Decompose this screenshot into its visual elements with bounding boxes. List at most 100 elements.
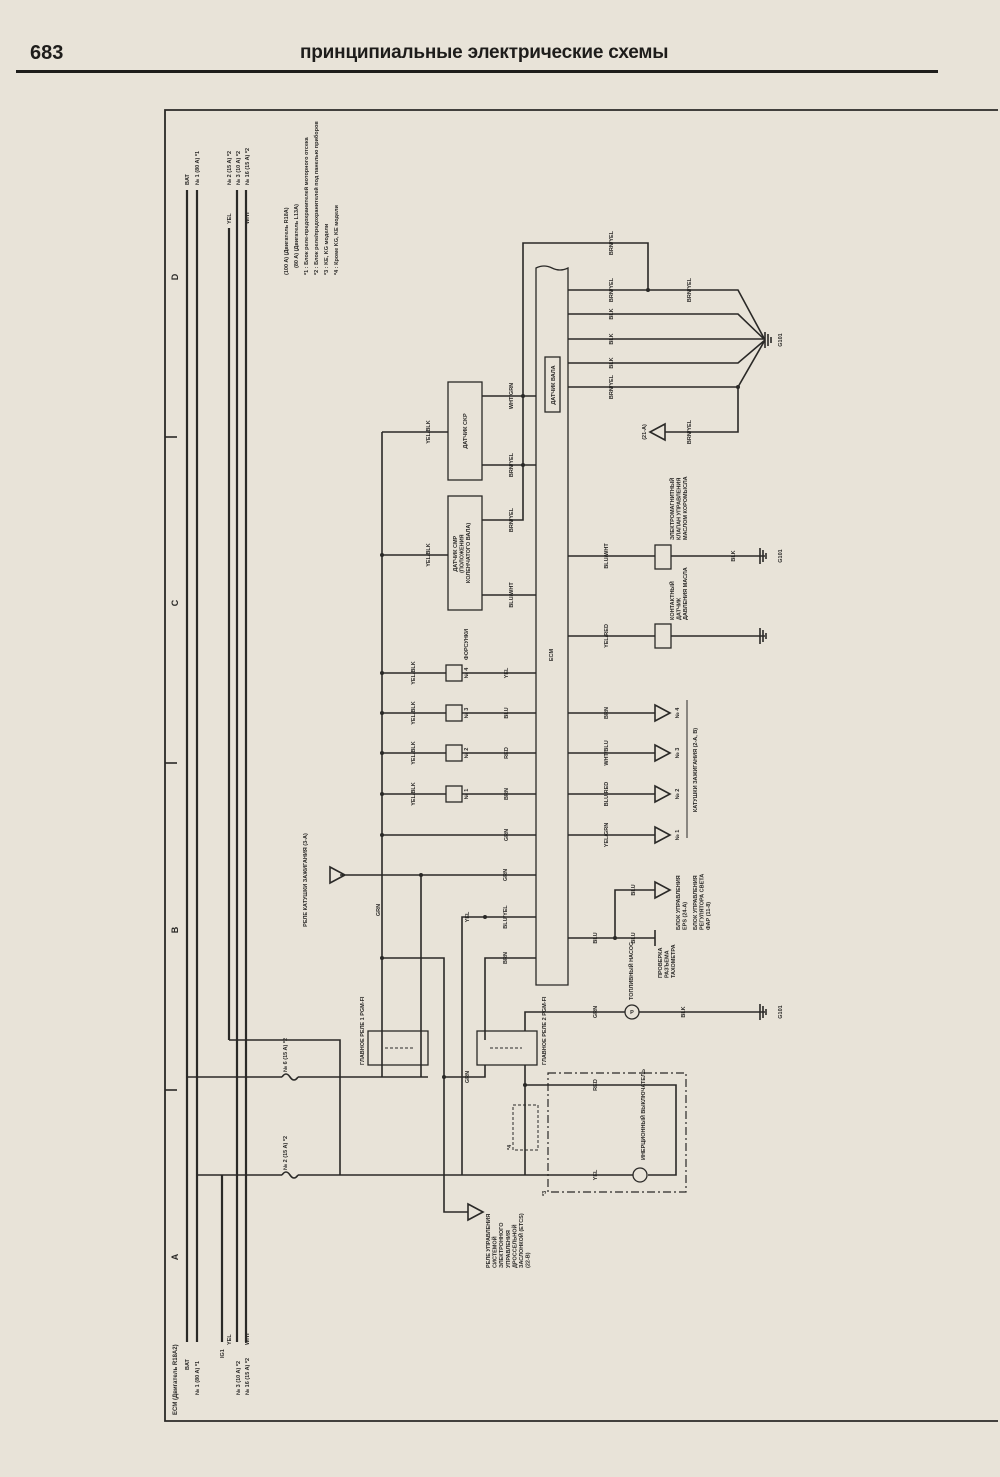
fuse-6 xyxy=(281,1073,299,1081)
diagram-label: № 2 xyxy=(675,789,681,800)
inertia-switch xyxy=(632,1167,648,1183)
wire-path xyxy=(512,1104,539,1151)
diagram-label: ИНЕРЦИОННЫЙ ВЫКЛЮЧАТЕЛЬ xyxy=(639,1069,647,1160)
label-line: КЛАПАН УПРАВЛЕНИЯ xyxy=(677,476,683,540)
diagram-label: YEL/RED xyxy=(604,624,610,648)
diagram-label: ДАТЧИК CMP (ПОЛОЖЕНИЯ КОЛЕНЧАТОГО ВАЛА) xyxy=(453,523,472,583)
diagram-label: YEL xyxy=(227,1334,233,1345)
wire-junction xyxy=(442,1075,446,1079)
diagram-label: BRN/YEL xyxy=(687,419,693,444)
footnotes: (100 A) (Двигатель R18A) (80 A) (Двигате… xyxy=(284,121,340,275)
diagram-label: BRN/YEL xyxy=(609,277,615,302)
diagram-label: (80 A) (Двигатель L13A) xyxy=(294,204,300,268)
label-line: БЛОК УПРАВЛЕНИЯ xyxy=(693,874,699,930)
diagram-label: № 2 (15 A) *2 xyxy=(283,1136,289,1170)
wire-path xyxy=(568,880,672,946)
fuel-pump xyxy=(624,1004,640,1020)
diagram-label: G101 xyxy=(778,333,784,346)
oil-pressure-switch xyxy=(654,623,672,649)
ground-branch xyxy=(568,288,772,442)
diagram-label: WHT/BLU xyxy=(604,740,610,765)
wire-path xyxy=(654,703,672,845)
label-line: (22-В) xyxy=(526,1252,532,1268)
diagram-label: BLK xyxy=(609,333,615,344)
zone-b: B xyxy=(170,926,180,933)
wire-junction xyxy=(521,463,525,467)
diagram-label: БЛОК УПРАВЛЕНИЯ РЕГУЛЯТОРА СВЕТА ФАР (11… xyxy=(693,872,712,930)
wire-junction xyxy=(380,833,384,837)
diagram-label: № 4 xyxy=(675,707,681,719)
label-line: ДАВЛЕНИЯ МАСЛА xyxy=(683,567,689,620)
label-line: РАЗЪЕМА xyxy=(665,949,671,978)
diagram-label: BLK xyxy=(681,1006,687,1017)
diagram-label: ЭЛЕКТРОМАГНИТНЫЙ КЛАПАН УПРАВЛЕНИЯ МАСЛО… xyxy=(668,476,689,540)
diagram-label: BLK xyxy=(609,308,615,319)
diagram-label: *3 xyxy=(542,1191,548,1196)
diagram-label: YEL/BLK xyxy=(411,782,417,806)
fuse-2 xyxy=(281,1171,299,1179)
diagram-label: ECM xyxy=(549,648,555,661)
diagram-label: YEL/GRN xyxy=(604,823,610,847)
ignition-coils xyxy=(568,700,688,845)
wire-junction xyxy=(380,751,384,755)
cmp-sensor xyxy=(447,495,483,611)
diagram-label: YEL xyxy=(593,1169,599,1180)
diagram-label: YEL/BLK xyxy=(411,741,417,765)
diagram-label: ГЛАВНОЕ РЕЛЕ 2 PGM-FI xyxy=(542,996,548,1065)
ckp-sensor xyxy=(447,381,483,481)
diagram-label: № 16 (15 A) *2 xyxy=(245,148,251,185)
label-line: ФАР (11-8) xyxy=(706,902,712,930)
diagram-label: № 3 (10 A) *2 xyxy=(236,1361,242,1395)
label-line: ЭЛЕКТРОННОГО xyxy=(499,1221,505,1268)
zone-a: A xyxy=(170,1253,180,1260)
diagram-label: YEL xyxy=(504,667,510,678)
diagram-label: BLU xyxy=(593,932,599,943)
diagram-label: WHT xyxy=(245,1332,251,1345)
diagram-label: *3 : KE, KG модели xyxy=(324,224,330,275)
diagram-label: БЛОК УПРАВЛЕНИЯ EPS (24-А) xyxy=(676,874,689,930)
wire-junction xyxy=(613,936,617,940)
diagram-label: BRN xyxy=(503,952,509,964)
diagram-label: WHT xyxy=(245,211,251,224)
wire-path xyxy=(444,1004,767,1175)
diagram-label: GRN xyxy=(593,1006,599,1018)
wire-junction xyxy=(380,553,384,557)
diagram-label: № 1 xyxy=(464,789,470,800)
wire-path xyxy=(329,865,536,885)
zone-c: C xyxy=(170,599,180,606)
wire-path xyxy=(764,332,772,348)
diagram-label: *2 : Блок реле/предохранителей под панел… xyxy=(313,121,320,275)
diagram-label: BRN/YEL xyxy=(609,230,615,255)
wire-path xyxy=(445,744,463,762)
header-rule xyxy=(16,70,938,73)
wire-junction xyxy=(483,915,487,919)
diagram-label: G101 xyxy=(778,1005,784,1018)
wire-junction xyxy=(380,956,384,960)
diagram-label: BLU/YEL xyxy=(503,905,509,929)
diagram-label: BLU/RED xyxy=(604,782,610,806)
diagram-label: ГЛАВНОЕ РЕЛЕ 1 PGM-FI xyxy=(360,996,366,1065)
diagram-label: BAT xyxy=(185,173,191,185)
diagram-label: BRN/YEL xyxy=(509,507,515,532)
diagram-label: ДАТЧИК CKP xyxy=(463,413,469,449)
diagram-label: РЕЛЕ УПРАВЛЕНИЯ СИСТЕМОЙ ЭЛЕКТРОННОГО УП… xyxy=(486,1212,532,1268)
diagram-label: № 3 (10 A) *2 xyxy=(236,151,242,185)
diagram-label: № 2 (15 A) *2 xyxy=(227,151,233,185)
diagram-label: BRN xyxy=(504,788,510,800)
wire-path xyxy=(568,712,655,836)
label-line: МАСЛОМ КОРОМЫСЛА xyxy=(683,476,689,540)
diagram-label: YEL/BLK xyxy=(411,661,417,685)
diagram-label: ТОПЛИВНЫЙ НАСОС xyxy=(627,942,635,1000)
diagram-label: КОНТАКТНЫЙ ДАТЧИК ДАВЛЕНИЯ МАСЛА xyxy=(668,567,689,620)
diagram-label: *1 : Блок реле-предохранителей моторного… xyxy=(303,136,310,275)
diagram-label: BRN xyxy=(604,707,610,719)
label-line: РЕГУЛЯТОРА СВЕТА xyxy=(700,872,706,930)
diagram-label: ФОРСУНКИ xyxy=(464,629,470,660)
label-line: ТАХОМЕТРА xyxy=(671,944,677,978)
diagram-label: GRN xyxy=(376,904,382,916)
diagram-label: BRN/YEL xyxy=(509,452,515,477)
label-line: ПРОВЕРКА xyxy=(658,946,664,978)
diagram-label: BRN/YEL xyxy=(687,277,693,302)
label-line: ДАТЧИК CMP xyxy=(453,534,459,571)
wire-path xyxy=(482,242,649,596)
